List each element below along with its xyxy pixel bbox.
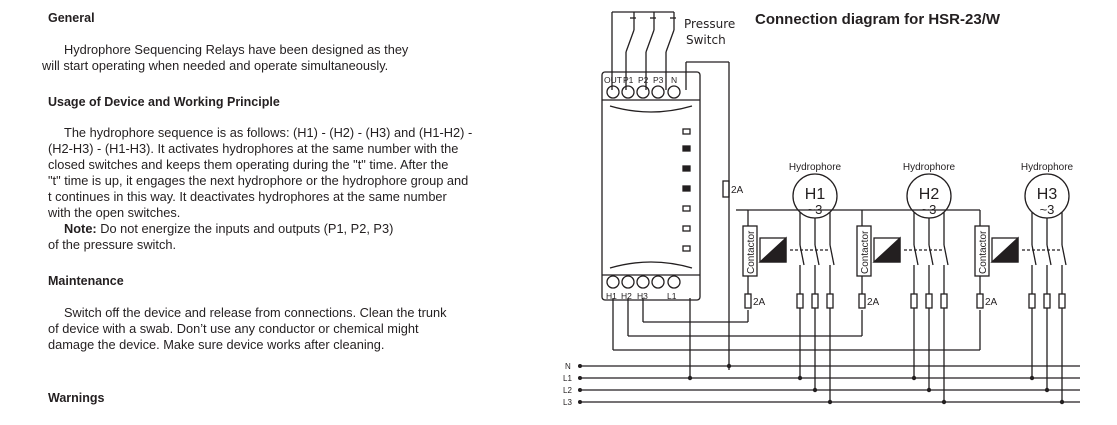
line-label-l1: L1 [563,374,572,383]
maintenance-line-1: Switch off the device and release from c… [64,305,447,320]
fuse-label-3: 2A [985,297,998,308]
motor-label-2: H2 [919,186,940,203]
line-label-l3: L3 [563,398,572,407]
motor-label-1: H1 [805,186,826,203]
terminal-top-5: N [671,75,677,85]
maintenance-heading: Maintenance [48,274,124,288]
usage-note-line-2: of the pressure switch. [48,237,177,252]
pressure-label-2: Switch [686,33,726,47]
usage-line-3: closed switches and keeps them operating… [48,157,449,172]
motor-phase-1: ~3 [808,202,823,217]
note-text: Do not energize the inputs and outputs (… [96,221,394,236]
diagram-svg: Connection diagram for HSR-23/W Pressure… [563,11,1080,407]
hydrophore-label-3: Hydrophore [1021,162,1074,173]
fuse-label-1: 2A [753,297,766,308]
terminal-bottom-3: H3 [637,291,648,301]
contactor-label-1: Contactor [746,230,757,274]
contactor-label-2: Contactor [860,230,871,274]
maintenance-line-3: damage the device. Make sure device work… [48,337,385,352]
general-heading: General [48,11,95,25]
hydrophore-label-1: Hydrophore [789,162,842,173]
connection-diagram: Connection diagram for HSR-23/W Pressure… [560,0,1117,420]
contactor-label-3: Contactor [978,230,989,274]
usage-line-1: The hydrophore sequence is as follows: (… [64,125,473,140]
warnings-heading: Warnings [48,391,105,405]
terminal-top-2: P1 [623,75,634,85]
fuse-label-2: 2A [867,297,880,308]
hydrophore-label-2: Hydrophore [903,162,956,173]
usage-note: Note: Do not energize the inputs and out… [64,221,393,237]
usage-line-2: (H2-H3) - (H1-H3). It activates hydropho… [48,141,459,156]
fuse-label-main: 2A [731,185,744,196]
terminal-bottom-1: H1 [606,291,617,301]
line-label-l2: L2 [563,386,572,395]
terminal-bottom-4: L1 [667,291,677,301]
terminal-top-4: P3 [653,75,664,85]
general-line-2: will start operating when needed and ope… [42,58,389,73]
maintenance-line-2: of device with a swab. Don’t use any con… [48,321,419,336]
line-label-n: N [565,362,571,371]
motor-phase-3: ~3 [1040,202,1055,217]
pressure-label-1: Pressure [684,17,735,31]
terminal-top-1: OUT [604,75,622,85]
diagram-title: Connection diagram for HSR-23/W [755,11,1001,28]
text-column: General Hydrophore Sequencing Relays hav… [42,11,473,405]
motor-phase-2: ~3 [922,202,937,217]
general-line-1: Hydrophore Sequencing Relays have been d… [64,42,409,57]
note-label: Note: [64,221,97,236]
usage-line-6: with the open switches. [48,205,181,220]
terminal-bottom-2: H2 [621,291,632,301]
terminal-top-3: P2 [638,75,649,85]
usage-line-4: "t" time is up, it engages the next hydr… [48,173,469,188]
usage-heading: Usage of Device and Working Principle [48,95,280,109]
motor-label-3: H3 [1037,186,1058,203]
usage-line-5: t continues in this way. It deactivates … [48,189,447,204]
